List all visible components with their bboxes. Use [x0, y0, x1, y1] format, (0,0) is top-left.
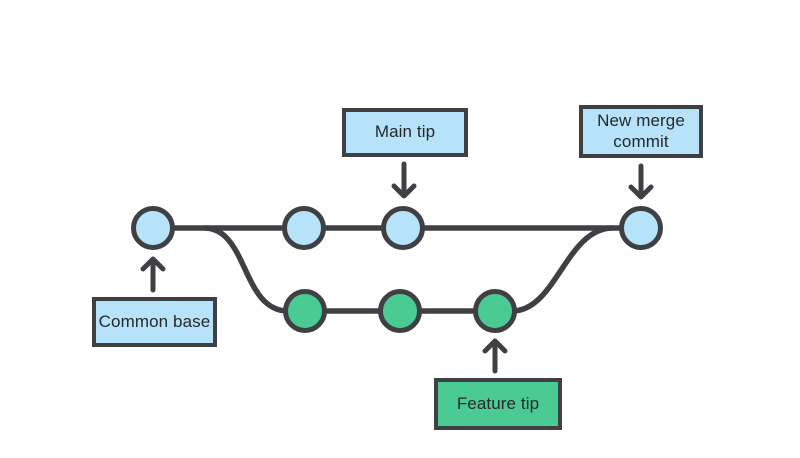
arrow-down-new-merge	[628, 163, 654, 200]
commit-node-main-2	[282, 206, 326, 250]
label-main-tip: Main tip	[342, 108, 468, 157]
feature-branch-commits	[283, 289, 517, 333]
arrow-down-main-tip	[391, 161, 417, 199]
label-feature-tip-text: Feature tip	[456, 393, 540, 413]
label-main-tip-text: Main tip	[374, 122, 436, 142]
label-new-merge-commit-text: New merge commit	[597, 110, 685, 151]
commit-node-feature-2	[378, 289, 422, 333]
commit-node-common-base	[131, 206, 175, 250]
label-common-base: Common base	[92, 297, 217, 347]
commit-node-feature-1	[283, 289, 327, 333]
arrow-up-feature-tip	[482, 338, 508, 374]
main-branch-commits	[131, 206, 663, 250]
label-common-base-text: Common base	[98, 311, 211, 331]
label-feature-tip: Feature tip	[434, 378, 562, 430]
label-new-merge-commit: New merge commit	[579, 105, 703, 158]
commit-node-main-tip	[381, 206, 425, 250]
commit-node-feature-tip	[473, 289, 517, 333]
commit-node-new-merge	[619, 206, 663, 250]
arrow-up-common-base	[140, 256, 166, 293]
